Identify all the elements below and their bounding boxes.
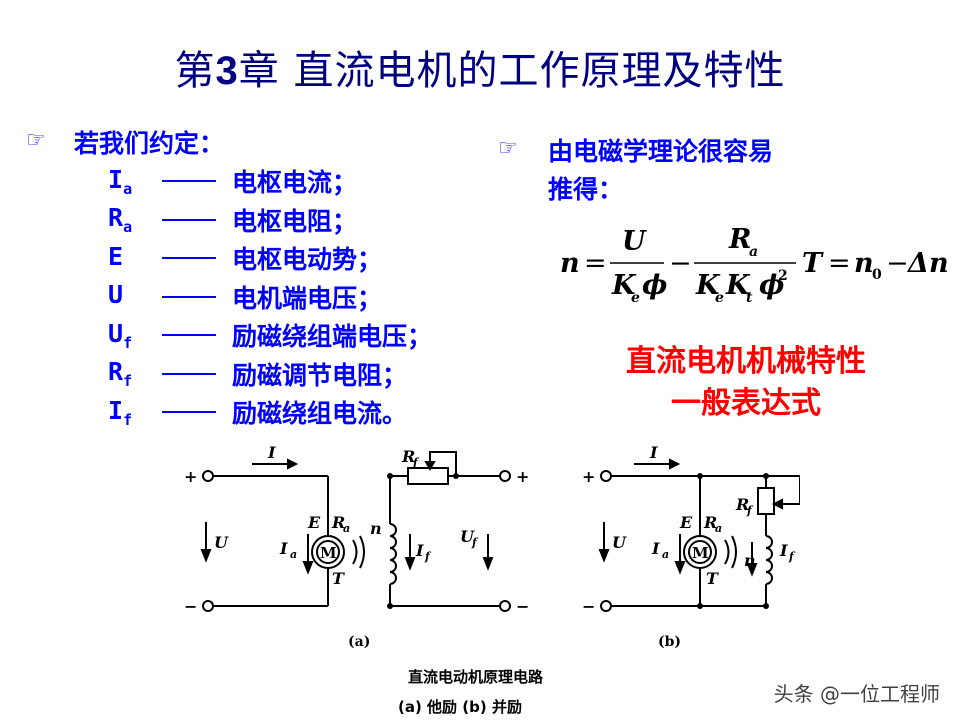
svg-text:a: a	[343, 522, 350, 535]
svg-text:−: −	[516, 597, 529, 616]
svg-text:f: f	[746, 504, 754, 517]
motor-circuit-diagram: + − I U I a E R a M T n R f I f U f + − …	[184, 443, 800, 650]
terminal	[600, 600, 612, 612]
circuit-caption-1: 直流电动机原理电路	[408, 668, 544, 686]
svg-text:M: M	[692, 544, 709, 562]
svg-text:R: R	[703, 513, 717, 532]
svg-text:(b): (b)	[658, 634, 681, 650]
svg-text:E: E	[307, 513, 321, 532]
svg-text:n: n	[744, 551, 756, 570]
terminal	[499, 600, 511, 612]
svg-text:E: E	[679, 513, 693, 532]
right-lead-line2: 推得：	[548, 175, 624, 204]
title-prefix: 第	[174, 48, 216, 94]
terminal	[600, 470, 612, 482]
svg-text:ϕ: ϕ	[642, 270, 667, 301]
svg-text:f: f	[424, 550, 432, 563]
terminal	[499, 470, 511, 482]
svg-text:−: −	[886, 248, 909, 279]
svg-text:I: I	[279, 539, 288, 558]
dash-line	[162, 180, 216, 183]
pointing-hand-icon: ☞	[498, 136, 518, 161]
circuit-caption-2: (a) 他励 (b) 并励	[398, 698, 522, 716]
svg-text:R: R	[735, 495, 749, 514]
watermark: 头条 @一位工程师	[773, 682, 940, 706]
svg-text:ϕ: ϕ	[759, 270, 784, 301]
svg-text:U: U	[622, 226, 647, 257]
svg-text:I: I	[415, 541, 424, 560]
dash-line	[162, 257, 216, 260]
svg-text:T: T	[802, 248, 824, 279]
svg-text:0: 0	[872, 267, 882, 283]
svg-text:a: a	[715, 522, 722, 535]
svg-text:=: =	[828, 248, 851, 279]
svg-text:−: −	[582, 597, 595, 616]
svg-text:U: U	[214, 533, 229, 552]
svg-text:K: K	[611, 270, 637, 301]
svg-text:+: +	[184, 467, 197, 486]
svg-text:K: K	[725, 270, 751, 301]
svg-text:−: −	[184, 597, 197, 616]
svg-text:+: +	[516, 467, 529, 486]
svg-text:f: f	[412, 456, 420, 469]
svg-text:R: R	[331, 513, 345, 532]
svg-text:=: =	[584, 248, 607, 279]
svg-text:R: R	[728, 224, 751, 255]
svg-text:n: n	[854, 248, 874, 279]
terminal	[202, 470, 214, 482]
dash-line	[162, 334, 216, 337]
red-heading-line2: 一般表达式	[671, 386, 821, 421]
svg-text:I: I	[651, 539, 660, 558]
svg-text:a: a	[749, 244, 758, 260]
svg-text:K: K	[695, 270, 721, 301]
svg-text:T: T	[706, 569, 719, 588]
svg-text:I: I	[267, 443, 276, 462]
svg-text:I: I	[779, 541, 788, 560]
svg-text:t: t	[746, 290, 753, 306]
title-number: 3	[215, 49, 239, 93]
motor-armature-a	[311, 535, 345, 569]
dash-line	[162, 372, 216, 375]
svg-text:U: U	[460, 527, 475, 546]
svg-text:a: a	[290, 548, 297, 561]
svg-text:n: n	[560, 248, 580, 279]
right-lead-line1: 由电磁学理论很容易	[548, 137, 774, 166]
pointing-hand-icon: ☞	[26, 128, 46, 153]
svg-text:f: f	[788, 550, 796, 563]
dash-line	[162, 411, 216, 414]
left-lead: 若我们约定：	[74, 129, 225, 158]
svg-text:2: 2	[778, 268, 788, 284]
svg-text:n: n	[370, 519, 382, 538]
svg-text:U: U	[612, 533, 627, 552]
terminal	[202, 600, 214, 612]
dash-line	[162, 218, 216, 221]
dash-line	[162, 295, 216, 298]
svg-text:T: T	[332, 569, 345, 588]
svg-text:M: M	[320, 544, 337, 562]
svg-text:(a): (a)	[348, 634, 370, 650]
svg-text:e: e	[715, 290, 724, 306]
svg-text:R: R	[401, 447, 415, 466]
svg-text:e: e	[631, 290, 640, 306]
page-title: 第3章 直流电机的工作原理及特性	[0, 38, 960, 96]
svg-text:I: I	[649, 443, 658, 462]
red-heading-line1: 直流电机机械特性	[626, 344, 866, 379]
svg-text:Δn: Δn	[906, 248, 949, 279]
motor-armature-b	[683, 535, 717, 569]
mechanical-characteristic-formula: n = U K e ϕ − R a K e K t ϕ 2 T = n 0 − …	[560, 224, 949, 306]
svg-text:−: −	[669, 248, 692, 279]
title-rest: 章 直流电机的工作原理及特性	[238, 48, 786, 94]
svg-text:f: f	[471, 536, 479, 549]
svg-text:+: +	[582, 467, 595, 486]
svg-text:a: a	[662, 548, 669, 561]
